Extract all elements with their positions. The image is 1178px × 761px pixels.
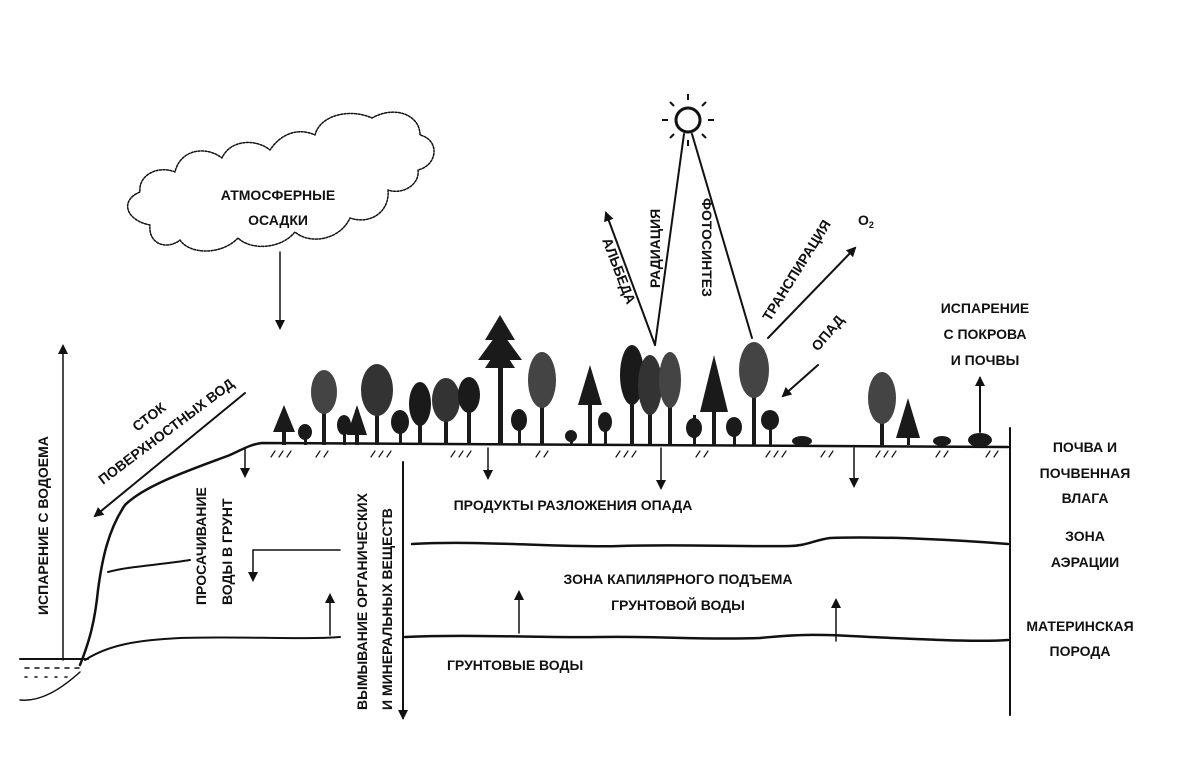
aeration-label-2: АЭРАЦИИ: [1051, 554, 1119, 570]
albedo-label: АЛЬБЕДА: [599, 235, 639, 306]
bedrock-label-1: МАТЕРИНСКАЯ: [1026, 618, 1133, 634]
leaching-label-1: ВЫМЫВАНИЕ ОРГАНИЧЕСКИХ: [354, 492, 370, 710]
leaching-label-2: И МИНЕРАЛЬНЫХ ВЕЩЕСТВ: [379, 508, 395, 710]
aeration-label-1: ЗОНА: [1065, 528, 1105, 544]
transpiration-arrow: [767, 246, 857, 339]
evap-cover-label-2: С ПОКРОВА: [943, 326, 1026, 342]
bedrock-label-2: ПОРОДА: [1050, 643, 1111, 659]
percolation-label-1: ПРОСАЧИВАНИЕ: [193, 487, 209, 605]
groundwater-label: ГРУНТОВЫЕ ВОДЫ: [447, 657, 583, 673]
photosynthesis-line: [691, 133, 753, 339]
soil-label-2: ПОЧВЕННАЯ: [1040, 465, 1131, 481]
runoff-label-2: ПОВЕРХНОСТНЫХ ВОД: [95, 375, 237, 487]
lower-soil-line: [84, 636, 341, 661]
radiation-label: РАДИАЦИЯ: [647, 209, 663, 288]
soil-label-1: ПОЧВА И: [1053, 439, 1117, 455]
decomposition-label: ПРОДУКТЫ РАЗЛОЖЕНИЯ ОПАДА: [454, 497, 693, 513]
percolation-label-2: ВОДЫ В ГРУНТ: [219, 498, 235, 605]
groundwater-table-line: [403, 633, 1010, 643]
litterfall-arrow: [781, 364, 819, 398]
forest-trees: [273, 315, 992, 447]
radiation-line: [654, 133, 685, 346]
capillary-label-2: ГРУНТОВОЙ ВОДЫ: [611, 596, 745, 613]
upper-soil-line: [107, 559, 191, 573]
litterfall-label: ОПАД: [808, 312, 847, 354]
o2-label: O2: [858, 212, 874, 230]
terrain-surface: [78, 441, 1010, 667]
evap-water-label: ИСПАРЕНИЕ С ВОДОЕМА: [35, 436, 51, 615]
albedo-arrow: [604, 211, 656, 346]
ground-hatching: [270, 450, 999, 458]
evap-cover-label-1: ИСПАРЕНИЕ: [941, 300, 1030, 316]
water-body: [19, 658, 89, 701]
soil-label-3: ВЛАГА: [1062, 490, 1109, 506]
capillary-label-1: ЗОНА КАПИЛЯРНОГО ПОДЪЕМА: [564, 571, 793, 587]
evap-cover-label-3: И ПОЧВЫ: [951, 352, 1020, 368]
photosynthesis-label: ФОТОСИНТЕЗ: [699, 198, 715, 297]
cloud-icon: [126, 111, 435, 252]
precipitation-label-2: ОСАДКИ: [248, 212, 308, 228]
runoff-arrow: [93, 392, 246, 518]
capillary-zone-top-line: [410, 536, 1010, 548]
precipitation-label-1: АТМОСФЕРНЫЕ: [221, 187, 335, 203]
sun-icon: [662, 94, 714, 146]
